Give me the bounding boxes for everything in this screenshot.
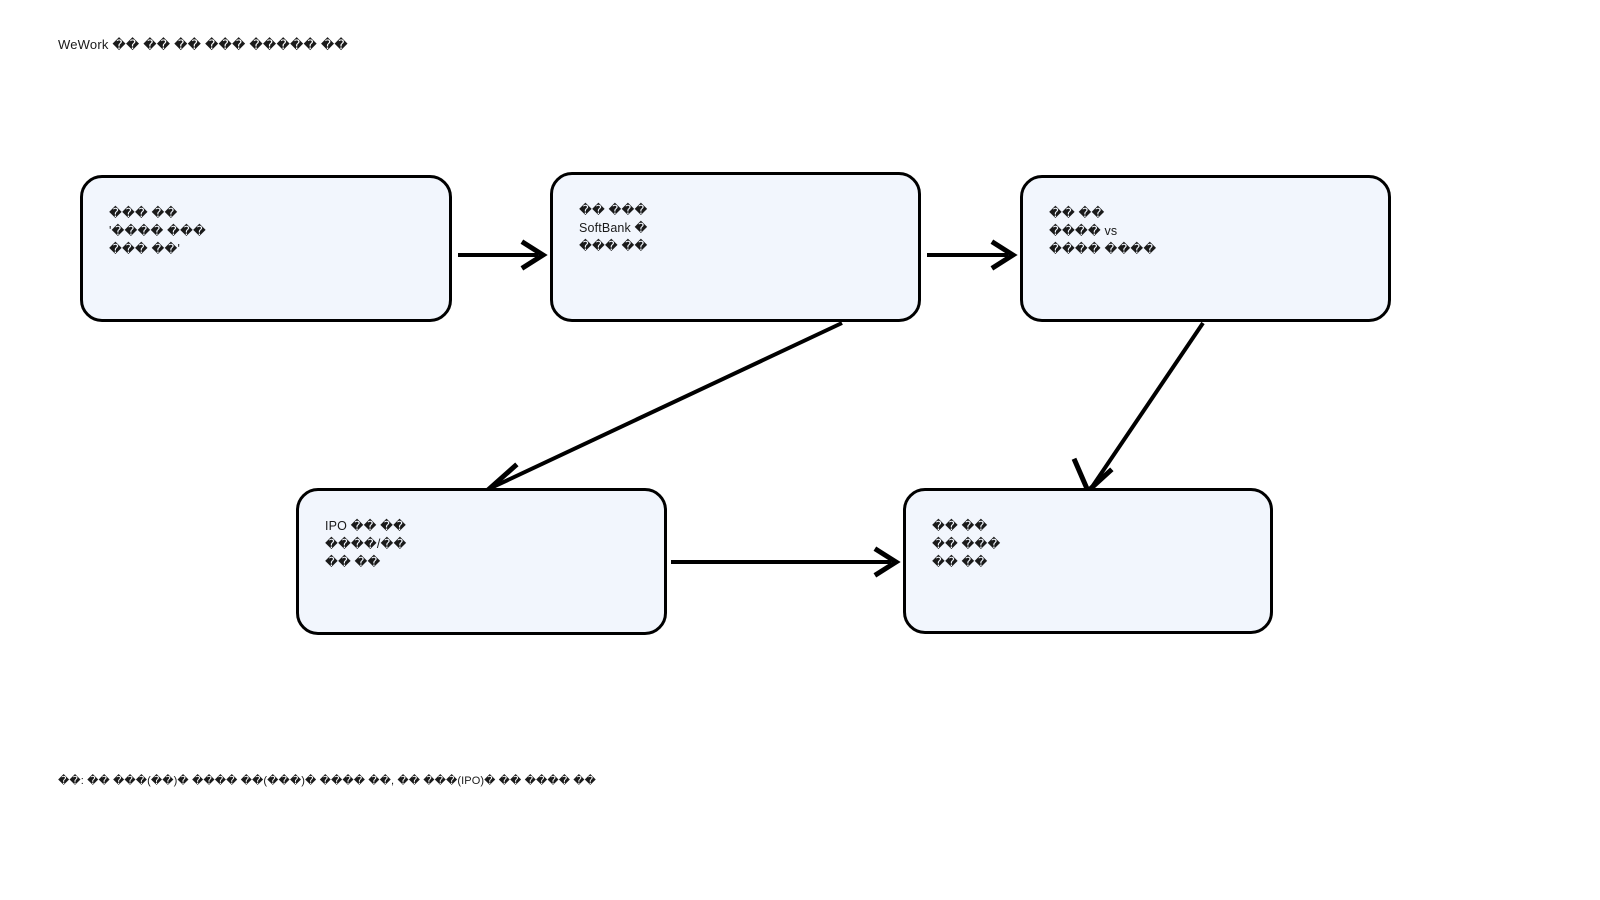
node-outcome[interactable]: �� �� �� ��� �� ��: [903, 488, 1273, 634]
node-line: �� ��: [932, 555, 988, 569]
arrow-valuation-to-outcome: [1071, 321, 1205, 496]
node-line: ��� ��: [579, 239, 648, 253]
arrow-ipo-to-outcome: [671, 546, 901, 578]
node-line: ��� ��': [109, 242, 180, 256]
node-line: �� ��: [1049, 206, 1105, 220]
arrow-softbank-to-ipo: [481, 321, 843, 495]
page-title: WeWork �� �� �� ��� ����� ��: [58, 37, 348, 52]
arrow-brand-promise-to-softbank: [458, 239, 548, 271]
diagram-caption: ��: �� ���(��)� ���� ��(���)� ���� ��, �…: [58, 775, 597, 787]
node-line: �� ��: [932, 519, 988, 533]
node-ipo[interactable]: IPO �� �� ����/�� �� ��: [296, 488, 667, 635]
node-line: ����/��: [325, 537, 407, 551]
node-line: SoftBank �: [579, 221, 648, 235]
node-brand-promise[interactable]: ��� �� '���� ��� ��� ��': [80, 175, 452, 322]
node-softbank[interactable]: �� ��� SoftBank � ��� ��: [550, 172, 921, 322]
node-line: �� ��: [325, 555, 381, 569]
node-line: ���� vs: [1049, 224, 1118, 238]
node-line: �� ���: [579, 203, 648, 217]
node-line: ��� ��: [109, 206, 178, 220]
node-line: �� ���: [932, 537, 1001, 551]
arrow-softbank-to-valuation: [927, 239, 1018, 271]
node-line: IPO �� ��: [325, 519, 407, 533]
node-line: '���� ���: [109, 224, 206, 238]
node-valuation[interactable]: �� �� ���� vs ���� ����: [1020, 175, 1391, 322]
node-line: ���� ����: [1049, 242, 1157, 256]
